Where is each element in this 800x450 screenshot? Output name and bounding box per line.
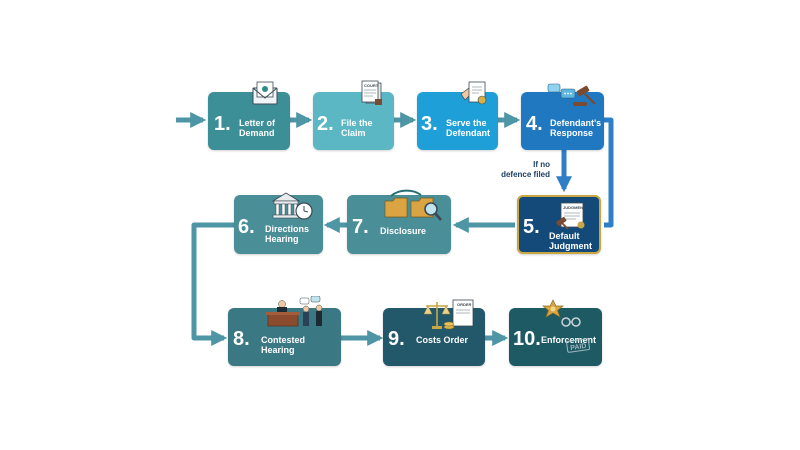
step-number: 5. xyxy=(523,216,540,238)
step-number: 1. xyxy=(214,113,231,135)
courtroom-icon xyxy=(266,296,323,327)
step-label: Contested Hearing xyxy=(261,335,306,355)
judgment-doc-text: JUDGMENT xyxy=(563,205,586,210)
step-label: Directions Hearing xyxy=(265,224,310,244)
step-6-directions-hearing[interactable]: 6. Directions Hearing xyxy=(234,192,323,254)
step-7-disclosure[interactable]: 7. Disclosure xyxy=(347,189,451,254)
step-2-file-the-claim[interactable]: 2. File the Claim COURT xyxy=(313,80,394,150)
step-number: 4. xyxy=(526,113,543,135)
served-document-icon xyxy=(460,81,487,105)
step-label: Enforcement xyxy=(541,335,597,345)
step-number: 2. xyxy=(317,113,334,135)
court-doc-text: COURT xyxy=(364,83,379,88)
step-4-defendants-response[interactable]: 4. Defendant's Response xyxy=(521,83,604,150)
step-label: Costs Order xyxy=(416,335,469,345)
step-number: 8. xyxy=(233,328,250,350)
step-number: 3. xyxy=(421,113,438,135)
step-number: 6. xyxy=(238,216,255,238)
arrow-6-8 xyxy=(191,222,234,347)
branch-note: If no defence filed xyxy=(501,160,550,179)
judgment-document-icon: JUDGMENT xyxy=(556,202,586,230)
step-number: 7. xyxy=(352,216,369,238)
folders-magnifier-icon xyxy=(384,189,442,221)
step-5-default-judgment[interactable]: 5. Default Judgment JUDGMENT xyxy=(517,195,601,254)
step-number: 9. xyxy=(388,328,405,350)
step-1-letter-of-demand[interactable]: 1. Letter of Demand xyxy=(208,81,290,150)
order-doc-text: ORDER xyxy=(457,302,472,307)
step-label: Serve the Defendant xyxy=(446,118,491,138)
step-label: Default Judgment xyxy=(549,231,593,251)
step-label: File the Claim xyxy=(341,118,373,138)
step-number: 10. xyxy=(513,328,541,350)
paid-stamp xyxy=(566,338,591,353)
step-8-contested-hearing[interactable]: 8. Contested Hearing xyxy=(228,296,341,366)
step-label: Defendant's Response xyxy=(550,118,602,138)
badge-handcuffs-icon: PAID xyxy=(542,299,591,353)
step-3-serve-the-defendant[interactable]: 3. Serve the Defendant xyxy=(417,81,498,150)
paid-stamp-text: PAID xyxy=(570,343,587,352)
step-label: Letter of Demand xyxy=(239,118,275,138)
step-10-enforcement[interactable]: 10. Enforcement PAID xyxy=(509,299,602,366)
court-documents-icon: COURT xyxy=(361,80,382,105)
scales-order-icon: ORDER xyxy=(423,299,474,330)
envelope-icon xyxy=(252,81,278,105)
step-label: Disclosure xyxy=(380,226,427,236)
courthouse-clock-icon xyxy=(271,192,313,220)
gavel-speech-icon xyxy=(547,83,596,106)
step-9-costs-order[interactable]: 9. Costs Order ORDER xyxy=(383,299,485,366)
arrow-4-5-route xyxy=(604,117,614,228)
